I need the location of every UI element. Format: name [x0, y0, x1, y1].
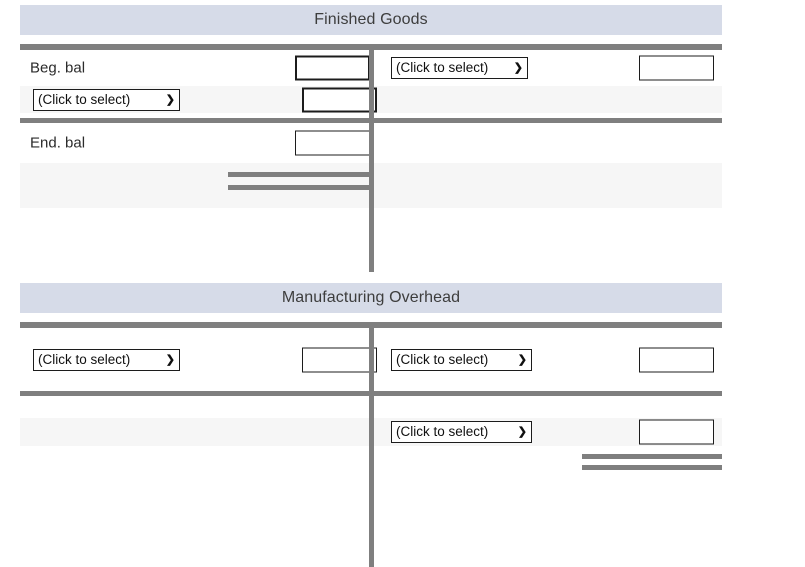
chevron-down-icon: ❯: [513, 62, 523, 74]
mo-credit-amount-input-1[interactable]: [639, 347, 714, 372]
select-label: (Click to select): [396, 351, 489, 367]
cell-left-label: [20, 418, 267, 446]
end-bal-label: End. bal: [30, 134, 86, 152]
cell-right-label: (Click to select) ❯: [374, 328, 621, 391]
total-double-rule-top: [582, 454, 722, 459]
cell-left-amount: [267, 50, 374, 86]
cell-left-label: (Click to select) ❯: [20, 328, 267, 391]
select-mo-debit-1[interactable]: (Click to select) ❯: [33, 348, 180, 371]
cell-left-amount: [267, 418, 374, 446]
cell-right-amount: [621, 86, 722, 113]
cell-right-amount: [621, 50, 722, 86]
select-mo-credit-2[interactable]: (Click to select) ❯: [391, 421, 532, 443]
table-row: Beg. bal (Click to select) ❯: [20, 50, 722, 86]
chevron-down-icon: ❯: [517, 426, 527, 438]
select-label: (Click to select): [396, 424, 489, 439]
select-mo-credit-1[interactable]: (Click to select) ❯: [391, 348, 532, 371]
t-account-vertical-divider: [369, 50, 374, 272]
t-account-body-finished-goods: Beg. bal (Click to select) ❯ (Click to s…: [20, 50, 722, 272]
t-account-title-finished-goods: Finished Goods: [20, 5, 722, 35]
total-double-rule-bottom: [228, 185, 374, 190]
table-row: End. bal: [20, 123, 722, 163]
beg-bal-label: Beg. bal: [30, 59, 86, 77]
total-double-rule-bottom: [582, 465, 722, 470]
fg-debit-amount-input-1[interactable]: [302, 87, 377, 112]
chevron-down-icon: ❯: [165, 353, 175, 366]
cell-right-label: [374, 123, 621, 163]
select-label: (Click to select): [38, 351, 131, 367]
t-account-finished-goods: Finished Goods Beg. bal (Click to select…: [20, 5, 722, 272]
end-bal-amount-input[interactable]: [295, 130, 370, 156]
select-label: (Click to select): [396, 60, 489, 75]
cell-left-label: (Click to select) ❯: [20, 86, 267, 113]
cell-right-amount: [621, 123, 722, 163]
select-fg-credit-1[interactable]: (Click to select) ❯: [391, 57, 528, 79]
mo-credit-amount-input-2[interactable]: [639, 419, 714, 445]
fg-credit-amount-input-1[interactable]: [639, 55, 714, 81]
cell-right-label: (Click to select) ❯: [374, 50, 621, 86]
cell-left-label: Beg. bal: [20, 50, 267, 86]
cell-right-label: [374, 86, 621, 113]
total-double-rule-top: [228, 172, 374, 177]
select-label: (Click to select): [38, 91, 131, 107]
beg-bal-amount-input[interactable]: [295, 55, 370, 81]
cell-left-amount: [267, 86, 377, 113]
chevron-down-icon: ❯: [517, 353, 527, 366]
table-row-totals: [20, 446, 722, 496]
cell-right-amount: [621, 418, 722, 446]
chevron-down-icon: ❯: [165, 93, 175, 106]
t-account-title-manufacturing-overhead: Manufacturing Overhead: [20, 283, 722, 313]
t-account-top-rule: [20, 44, 722, 50]
t-account-body-manufacturing-overhead: (Click to select) ❯ (Click to select) ❯: [20, 328, 722, 567]
mo-debit-amount-input-1[interactable]: [302, 347, 377, 372]
cell-left-label: End. bal: [20, 123, 267, 163]
t-account-manufacturing-overhead: Manufacturing Overhead (Click to select)…: [20, 283, 722, 567]
cell-right-amount: [621, 328, 722, 391]
select-fg-debit-1[interactable]: (Click to select) ❯: [33, 88, 180, 111]
cell-left-amount: [267, 328, 377, 391]
t-account-vertical-divider: [369, 328, 374, 567]
cell-left-amount: [267, 123, 374, 163]
t-account-top-rule: [20, 322, 722, 328]
table-row: (Click to select) ❯ (Click to select) ❯: [20, 328, 722, 391]
cell-right-label: (Click to select) ❯: [374, 418, 621, 446]
